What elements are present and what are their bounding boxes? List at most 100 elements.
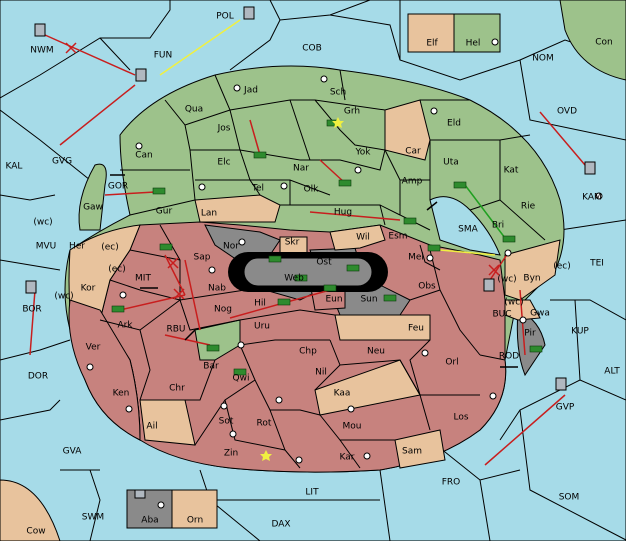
label-tei: TEI — [589, 259, 604, 269]
label-bri: Bri — [492, 221, 504, 231]
sea-sma[interactable] — [429, 196, 501, 256]
label-pol: POL — [216, 12, 234, 22]
label-ec3: (ec) — [553, 262, 571, 272]
label-sot: Sot — [219, 417, 234, 427]
label-lit: LIT — [305, 488, 319, 498]
label-dor: DOR — [28, 372, 48, 382]
fleet-units — [25, 6, 596, 499]
label-car: Car — [405, 147, 421, 157]
label-gvp: GVP — [556, 403, 575, 413]
label-wc3: (wc) — [497, 275, 516, 285]
label-aba: Aba — [141, 516, 158, 526]
label-kaa: Kaa — [334, 389, 351, 399]
label-jos: Jos — [217, 124, 231, 134]
label-ec2: (ec) — [108, 265, 126, 275]
label-orn: Orn — [187, 516, 203, 526]
province-byn[interactable] — [504, 239, 561, 301]
label-grh: Grh — [344, 107, 360, 117]
province-ver[interactable] — [68, 299, 141, 441]
army-units — [111, 119, 543, 376]
province-gwa[interactable] — [504, 299, 541, 321]
label-mel: Mel — [408, 253, 424, 263]
label-dax: DAX — [271, 520, 290, 530]
label-zin: Zin — [224, 449, 238, 459]
label-buc: BUC — [492, 310, 511, 320]
label-chp: Chp — [299, 347, 317, 357]
province-elf[interactable] — [407, 13, 455, 53]
label-elf: Elf — [426, 39, 438, 49]
label-cow: Cow — [26, 527, 45, 537]
label-los: Los — [453, 413, 468, 423]
supply-centers — [86, 38, 603, 509]
label-feu: Feu — [408, 324, 424, 334]
province-lan[interactable] — [194, 194, 281, 223]
label-tel: Tel — [251, 184, 264, 194]
label-ail: Ail — [146, 422, 157, 432]
label-byn: Byn — [523, 274, 540, 284]
label-nwm: NWM — [30, 46, 53, 56]
label-pir: Pir — [524, 329, 536, 339]
label-ec1: (ec) — [101, 243, 119, 253]
label-wil: Wil — [356, 233, 370, 243]
label-kor: Kor — [81, 284, 96, 294]
label-swm: SWM — [82, 513, 104, 523]
label-sap: Sap — [194, 253, 211, 263]
label-hil: Hil — [254, 299, 266, 309]
label-cob: COB — [302, 44, 322, 54]
label-nog: Nog — [214, 305, 232, 315]
label-gwa: Gwa — [530, 309, 550, 319]
label-kal: KAL — [6, 162, 23, 172]
label-amp: Amp — [402, 177, 423, 187]
label-elc: Elc — [217, 158, 230, 168]
order-arrows — [29, 19, 586, 466]
coast-links — [110, 174, 518, 368]
province-gaw[interactable] — [78, 163, 107, 231]
label-gor: GOR — [108, 182, 128, 192]
label-sun: Sun — [360, 295, 377, 305]
label-con: Con — [595, 38, 613, 48]
label-rie: Rie — [521, 202, 536, 212]
label-rod: ROD — [499, 352, 519, 362]
label-nab: Nab — [208, 284, 226, 294]
province-wil[interactable] — [329, 224, 386, 251]
label-ovd: OVD — [557, 107, 577, 117]
label-skr: Skr — [285, 238, 300, 248]
label-sch: Sch — [330, 88, 346, 98]
label-rot: Rot — [257, 419, 272, 429]
label-nom: NOM — [532, 54, 554, 64]
label-alt: ALT — [604, 367, 620, 377]
label-ark: Ark — [117, 321, 133, 331]
label-ver: Ver — [86, 343, 101, 353]
label-ost: Ost — [316, 258, 332, 268]
failed-orders — [65, 42, 500, 300]
province-sam[interactable] — [394, 429, 446, 469]
star-markers — [260, 117, 344, 461]
label-kup: KUP — [571, 327, 589, 337]
province-hel[interactable] — [453, 13, 501, 53]
label-kam: KAM — [582, 193, 602, 203]
label-wc2: (wc) — [54, 292, 73, 302]
label-can: Can — [135, 151, 153, 161]
label-nor: Nor — [223, 242, 239, 252]
province-orn[interactable] — [171, 489, 218, 529]
label-orl: Orl — [445, 358, 458, 368]
label-her: Her — [69, 242, 85, 252]
province-borders — [99, 69, 546, 469]
label-gvg: GVG — [52, 157, 72, 167]
label-lan: Lan — [201, 209, 217, 219]
label-mit: MIT — [135, 274, 151, 284]
province-labels: POL NWM FUN COB NOM Con Elf Hel OVD KAL … — [6, 12, 621, 537]
label-kar: Kar — [340, 453, 355, 463]
label-mvu: MVU — [36, 242, 57, 252]
label-rbu: RBU — [166, 325, 185, 335]
label-wc4: (wc) — [504, 298, 523, 308]
label-hug: Hug — [334, 208, 352, 218]
province-car[interactable] — [384, 99, 431, 161]
label-wc1: (wc) — [33, 218, 52, 228]
label-eld: Eld — [447, 119, 461, 129]
label-gaw: Gaw — [83, 203, 103, 213]
label-gva: GVA — [63, 447, 83, 457]
